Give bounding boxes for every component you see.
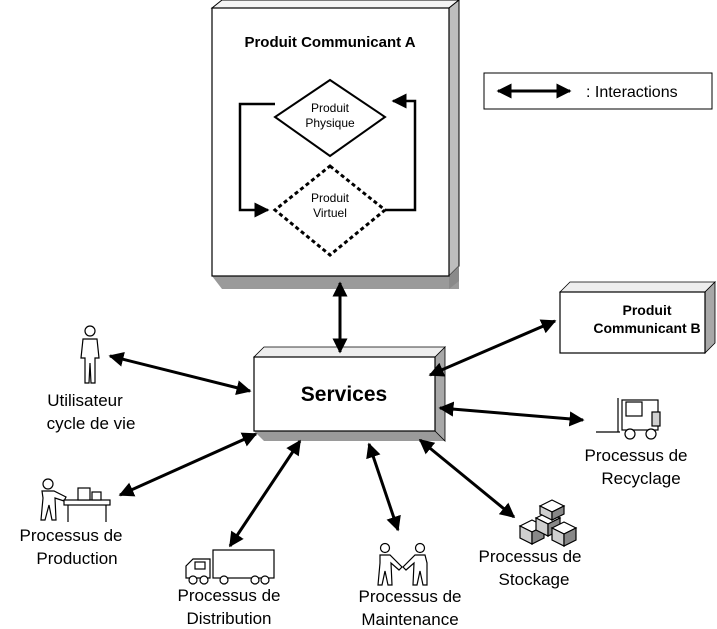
arrow-maintenance-services: [366, 442, 401, 532]
arrow-distribution-services: [228, 439, 302, 548]
arrow-storage-services: [418, 438, 516, 519]
forklift-icon: [596, 398, 661, 440]
arrow-production-services: [118, 432, 258, 497]
maintenance-label-line2: Maintenance: [361, 610, 458, 629]
recycling-label-line2: Recyclage: [601, 469, 680, 488]
storage-label-line2: Stockage: [499, 570, 570, 589]
legend-text: : Interactions: [586, 84, 678, 101]
user-label-line1: Utilisateur: [47, 391, 123, 410]
product-b-line2: Communicant B: [593, 320, 700, 336]
production-label-line2: Production: [36, 549, 117, 568]
physical-product-line2: Physique: [305, 116, 355, 130]
loop-right-arrow: [385, 93, 417, 212]
user-figure-icon: [80, 325, 100, 384]
arrow-product-b-services: [428, 319, 557, 377]
virtual-product-diamond: [272, 164, 388, 257]
maintenance-label-line1: Processus de: [359, 587, 462, 606]
loop-left-arrow: [238, 102, 275, 218]
virtual-product-line1: Produit: [311, 191, 350, 205]
recycling-label-line1: Processus de: [585, 446, 688, 465]
truck-icon: [185, 549, 275, 585]
physical-product-diamond: [273, 78, 387, 158]
distribution-label-line2: Distribution: [186, 609, 271, 628]
storage-boxes-icon: [518, 499, 578, 547]
arrow-recycling-services: [438, 401, 585, 427]
product-b-box: Produit Communicant B: [559, 281, 716, 354]
storage-label-line1: Processus de: [479, 547, 582, 566]
arrow-user-services: [108, 351, 252, 396]
user-label-line2: cycle de vie: [47, 414, 136, 433]
product-b-line1: Produit: [623, 302, 672, 318]
physical-product-line1: Produit: [311, 101, 350, 115]
services-box: Services: [253, 346, 446, 442]
production-label-line1: Processus de: [20, 526, 123, 545]
services-label: Services: [301, 383, 387, 406]
product-a-title: Produit Communicant A: [244, 34, 415, 51]
product-a-box: Produit Communicant A Produit Physique P…: [210, 0, 460, 289]
maintenance-people-icon: [377, 542, 428, 586]
legend: : Interactions: [483, 72, 713, 110]
virtual-product-line2: Virtuel: [313, 206, 347, 220]
distribution-label-line1: Processus de: [178, 586, 281, 605]
production-worker-icon: [40, 478, 111, 522]
